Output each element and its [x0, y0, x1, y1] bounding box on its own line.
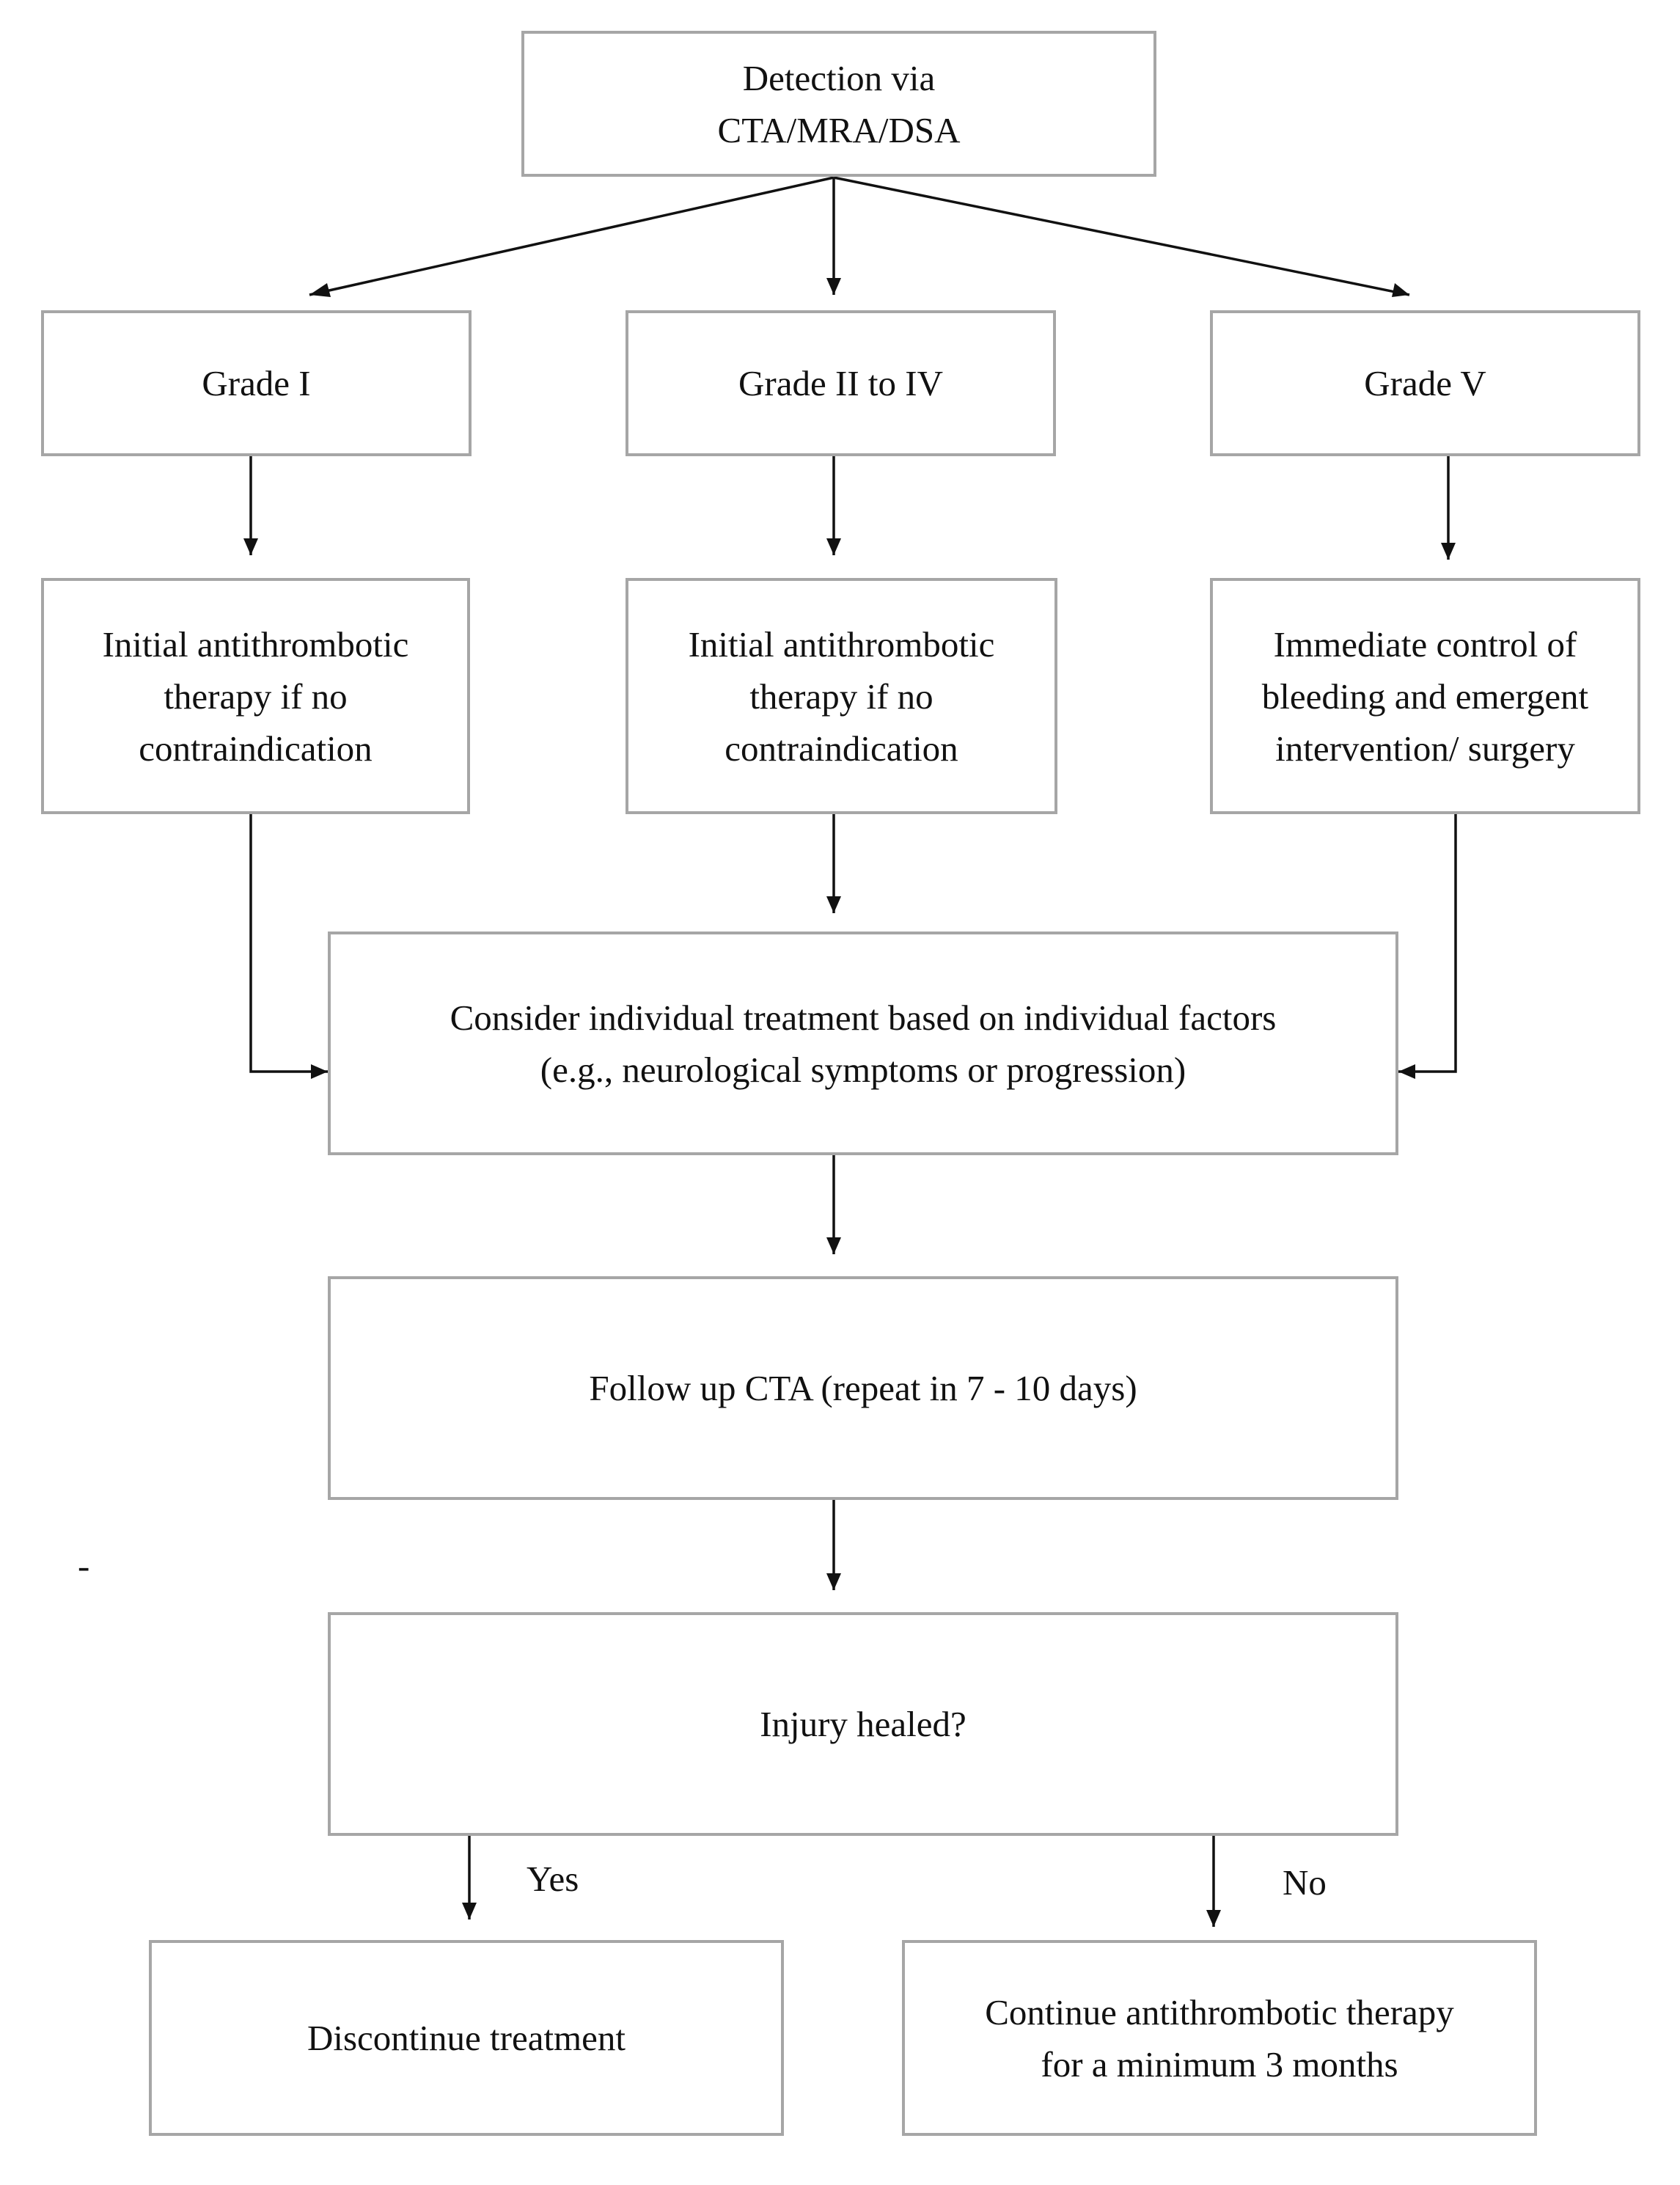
arrowhead: [1392, 283, 1409, 297]
arrowhead: [826, 278, 841, 295]
antithrombotic-left-line-2: therapy if no: [164, 676, 348, 717]
grade2to4-label: Grade II to IV: [738, 363, 943, 403]
arrowhead: [309, 283, 331, 297]
continue-therapy-line-1: Continue antithrombotic therapy: [985, 1991, 1454, 2032]
followup-cta-label: Follow up CTA (repeat in 7 - 10 days): [589, 1368, 1137, 1408]
continue-therapy-line-2: for a minimum 3 months: [1041, 2043, 1398, 2085]
bleeding-control-line-2: bleeding and emergent: [1261, 676, 1589, 717]
no-label: No: [1283, 1862, 1327, 1903]
arrow-detection-to-grade5: [833, 176, 1410, 296]
stray-mark: -: [78, 1545, 90, 1586]
bleeding-control-box: Immediate control of bleeding and emerge…: [1210, 578, 1640, 814]
detection-line-2: CTA/MRA/DSA: [717, 109, 961, 150]
antithrombotic-left-line-1: Initial antithrombotic: [102, 623, 409, 665]
grade5-label: Grade V: [1364, 363, 1486, 403]
detection-line-1: Detection via: [742, 57, 936, 98]
grade1-label: Grade I: [202, 363, 311, 403]
arrow-bleeding-control-to-individual: [1398, 814, 1457, 1073]
arrowhead: [826, 1573, 841, 1590]
continue-therapy-box: Continue antithrombotic therapy for a mi…: [902, 1940, 1537, 2136]
arrowhead: [1206, 1910, 1221, 1927]
grade1-box: Grade I: [41, 310, 472, 456]
antithrombotic-mid-line-1: Initial antithrombotic: [688, 623, 995, 665]
arrowhead: [462, 1903, 477, 1919]
individual-treatment-box: Consider individual treatment based on i…: [328, 932, 1398, 1155]
yes-label: Yes: [527, 1859, 579, 1899]
antithrombotic-mid-box: Initial antithrombotic therapy if no con…: [626, 578, 1057, 814]
antithrombotic-mid-line-2: therapy if no: [749, 676, 933, 717]
antithrombotic-mid-line-3: contraindication: [725, 728, 958, 769]
arrowhead: [311, 1064, 328, 1079]
grade2to4-box: Grade II to IV: [626, 310, 1056, 456]
arrowhead: [826, 538, 841, 555]
individual-treatment-line-1: Consider individual treatment based on i…: [450, 997, 1277, 1038]
bleeding-control-line-3: intervention/ surgery: [1275, 728, 1575, 769]
followup-cta-box: Follow up CTA (repeat in 7 - 10 days): [328, 1276, 1398, 1500]
arrow-detection-to-grade1: [309, 176, 835, 296]
arrowhead: [243, 538, 258, 555]
discontinue-box: Discontinue treatment: [149, 1940, 784, 2136]
arrowhead: [826, 1237, 841, 1254]
injury-healed-box: Injury healed?: [328, 1612, 1398, 1836]
grade5-box: Grade V: [1210, 310, 1640, 456]
arrowhead: [826, 896, 841, 913]
antithrombotic-left-line-3: contraindication: [139, 728, 373, 769]
discontinue-label: Discontinue treatment: [307, 2018, 626, 2058]
arrowhead: [1398, 1064, 1415, 1079]
antithrombotic-left-box: Initial antithrombotic therapy if no con…: [41, 578, 470, 814]
bleeding-control-line-1: Immediate control of: [1273, 623, 1577, 665]
arrow-antithrombotic-left-to-individual: [249, 814, 328, 1073]
detection-box: Detection via CTA/MRA/DSA: [521, 31, 1156, 177]
arrowhead: [1441, 543, 1456, 560]
injury-healed-label: Injury healed?: [760, 1704, 966, 1744]
individual-treatment-line-2: (e.g., neurological symptoms or progress…: [540, 1049, 1186, 1090]
